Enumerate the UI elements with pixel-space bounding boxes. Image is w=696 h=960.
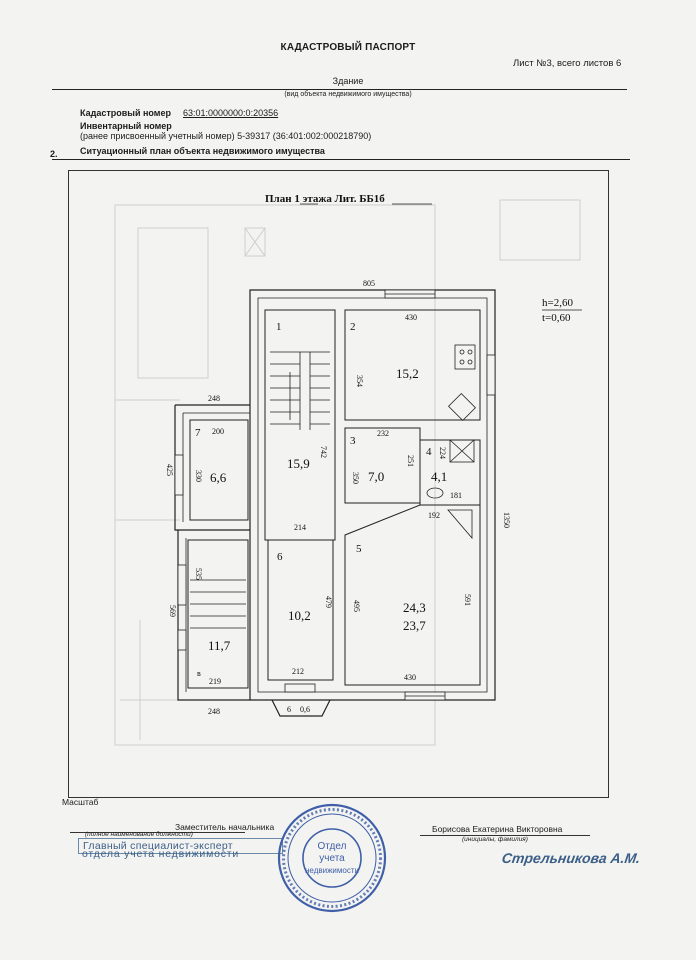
inventory-number-label: Инвентарный номер	[80, 121, 172, 131]
room-area: 15,2	[396, 366, 419, 381]
dimension: 591	[463, 594, 472, 606]
floor-plan: План 1 этажа Лит. ББ1б h=2,60 t=0,60	[114, 193, 582, 746]
dimension: 430	[404, 673, 416, 682]
room-area: 7,0	[368, 469, 384, 484]
room-number: 3	[350, 435, 356, 447]
previous-number: (ранее присвоенный учетный номер) 5-3931…	[80, 131, 372, 141]
room-area: 11,7	[208, 638, 231, 653]
seal-center-text: недвижимости	[305, 866, 359, 875]
dimension: 192	[428, 511, 440, 520]
plan-title: План 1 этажа Лит. ББ1б	[265, 193, 385, 205]
room-areas: 15,9 15,2 7,0 4,1 24,3 23,7 10,2 6,6 11,…	[208, 366, 447, 653]
position-stamp-line2: отдела учета недвижимости	[82, 848, 240, 860]
divider	[52, 89, 627, 90]
object-type-caption: (вид объекта недвижимого имущества)	[284, 91, 412, 98]
dimension: 479	[324, 596, 333, 608]
windows	[174, 289, 496, 701]
object-type: Здание	[332, 76, 364, 86]
dimension: 224	[438, 447, 447, 459]
dimension: 232	[377, 429, 389, 438]
room-numbers: 1 2 3 4 5 6 7	[195, 321, 432, 563]
name-caption: (инициалы, фамилия)	[462, 836, 528, 843]
person-name: Борисова Екатерина Викторовна	[432, 824, 563, 834]
signer-name-stamp: Стрельникова А.М.	[500, 850, 642, 866]
dimension: 0,6	[300, 705, 310, 714]
cadastral-number-value: 63:01:0000000:0:20356	[183, 108, 279, 118]
document-title: КАДАСТРОВЫЙ ПАСПОРТ	[280, 42, 416, 53]
dimension: 251	[406, 455, 415, 467]
dimension: 495	[352, 600, 361, 612]
dimension: 805	[363, 279, 375, 288]
interior-walls	[187, 309, 481, 689]
dimension: 742	[319, 446, 328, 458]
dimension: 200	[212, 427, 224, 436]
staircase-2	[190, 579, 246, 629]
section-title: Ситуационный план объекта недвижимого им…	[80, 146, 325, 156]
cadastral-number-label: Кадастровый номер	[80, 108, 171, 118]
dimension: 181	[450, 491, 462, 500]
room-number: 4	[426, 446, 432, 458]
scale-label: Масштаб	[62, 797, 99, 807]
dimension: 430	[405, 313, 417, 322]
seal-center-text: Отдел	[318, 841, 347, 852]
position-stamp-line1: Главный специалист-эксперт	[78, 838, 283, 854]
room-area: 15,9	[287, 456, 310, 471]
height-t: t=0,60	[542, 312, 571, 324]
room-area: 4,1	[431, 469, 447, 484]
dimension: 6	[287, 705, 291, 714]
dimension: 330	[194, 470, 203, 482]
dimension: в	[197, 669, 201, 678]
section-number: 2.	[50, 149, 58, 159]
room-number: 5	[356, 543, 362, 555]
dimension: 350	[351, 472, 360, 484]
dimension: 354	[355, 375, 364, 387]
room-number: 2	[350, 321, 356, 333]
position-caption: (полное наименование должности)	[85, 831, 193, 838]
room-area: 6,6	[210, 470, 227, 485]
dimension: 214	[294, 523, 306, 532]
dimensions: 805 430 354 248 200 425 330 742 232 2 51 …	[165, 279, 511, 716]
dimension: 1350	[502, 512, 511, 528]
room-area: 23,7	[403, 618, 426, 633]
dimension: 535	[194, 568, 203, 580]
room-number: 1	[276, 321, 282, 333]
dimension: 248	[208, 394, 220, 403]
room-number: 7	[195, 427, 201, 439]
signature-line	[420, 835, 590, 836]
seal-center-text: учета	[319, 853, 345, 864]
deputy-title: Заместитель начальника	[175, 822, 275, 832]
room-area: 24,3	[403, 600, 426, 615]
dimension: 248	[208, 707, 220, 716]
dimension: 425	[165, 464, 174, 476]
signature-line	[70, 832, 245, 833]
staircase-1	[270, 351, 330, 430]
official-seal: Отдел учета недвижимости	[277, 803, 387, 913]
dimension: 219	[209, 677, 221, 686]
divider	[52, 159, 630, 160]
sheet-number: Лист №3, всего листов 6	[513, 58, 622, 69]
room-area: 10,2	[288, 608, 311, 623]
plan-frame	[68, 170, 609, 798]
room-number: 6	[277, 551, 283, 563]
ghost-neighbor-plan	[114, 199, 581, 746]
dimension: 569	[168, 605, 177, 617]
height-h: h=2,60	[542, 297, 573, 309]
fixtures	[426, 344, 477, 540]
dimension: 212	[292, 667, 304, 676]
